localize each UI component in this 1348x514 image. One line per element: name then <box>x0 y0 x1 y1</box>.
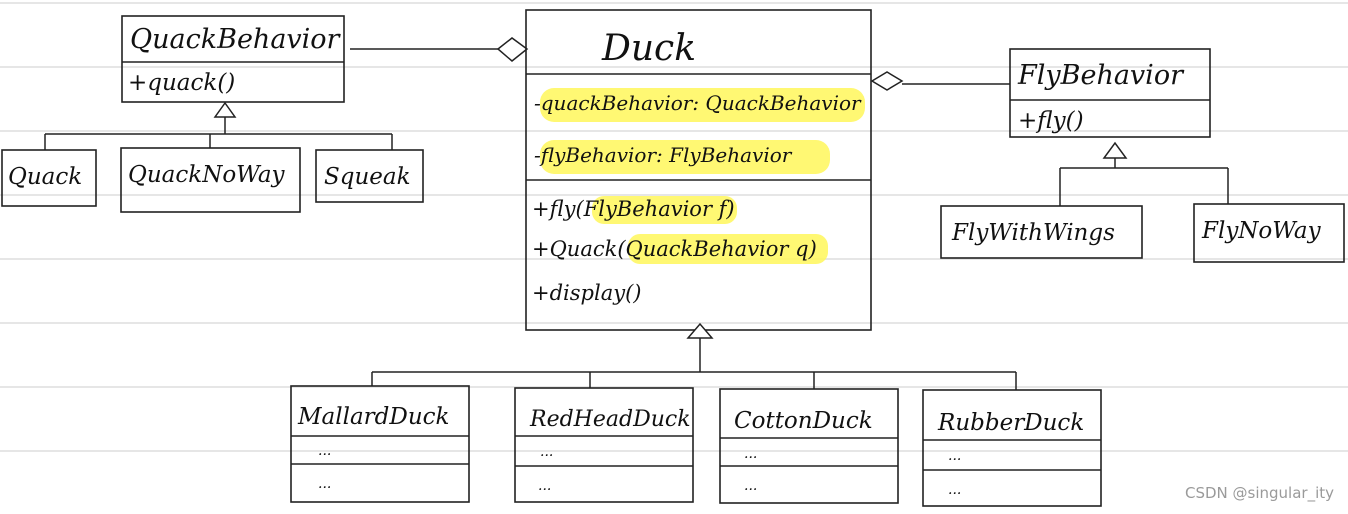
method: +quack() <box>128 70 235 96</box>
inheritance-triangle <box>1102 141 1128 159</box>
class-box <box>1009 48 1211 138</box>
quack-behavior-class[interactable]: QuackBehavior +quack() <box>121 15 345 103</box>
subclass-mallardduck[interactable]: MallardDuck ... ... <box>290 385 470 503</box>
quack-impl-squeak[interactable]: Squeak <box>315 149 424 203</box>
field: -quackBehavior: QuackBehavior <box>534 91 862 115</box>
duck-inheritance-lines <box>371 322 1017 390</box>
highlight <box>540 140 830 174</box>
ruled-line <box>0 2 1348 4</box>
class-name: MallardDuck <box>297 404 449 430</box>
inheritance-triangle <box>686 322 714 339</box>
class-name: FlyNoWay <box>1201 218 1322 244</box>
quack-impl-quack[interactable]: Quack <box>1 149 97 207</box>
quack-impl-quacknoway[interactable]: QuackNoWay <box>120 147 301 213</box>
inheritance-triangle <box>213 101 237 118</box>
subclass-redheadduck[interactable]: RedHeadDuck ... ... <box>514 387 694 503</box>
class-name: QuackBehavior <box>130 24 342 55</box>
ruled-line <box>0 322 1348 324</box>
fly-behavior-class[interactable]: FlyBehavior +fly() <box>1009 48 1211 138</box>
quack-inheritance-lines <box>44 101 393 150</box>
quack-aggregation <box>350 37 529 62</box>
method: +display() <box>532 281 641 305</box>
watermark: CSDN @singular_ity <box>1184 484 1334 502</box>
method-placeholder: ... <box>948 482 961 498</box>
class-name: FlyWithWings <box>951 220 1115 246</box>
class-name: RubberDuck <box>937 410 1084 436</box>
field: -flyBehavior: FlyBehavior <box>534 143 793 167</box>
ruled-line <box>0 386 1348 388</box>
fly-aggregation <box>870 71 1010 91</box>
subclass-cottonduck[interactable]: CottonDuck ... ... <box>719 388 899 504</box>
method-placeholder: ... <box>744 478 757 494</box>
method-placeholder: ... <box>318 476 331 492</box>
highlight <box>592 196 737 224</box>
class-name: Quack <box>8 164 82 190</box>
subclass-rubberduck[interactable]: RubberDuck ... ... <box>922 389 1102 507</box>
class-name: Duck <box>601 28 696 69</box>
highlight <box>540 88 865 122</box>
class-box <box>121 15 345 103</box>
method: +Quack(QuackBehavior q) <box>532 237 817 261</box>
class-name: QuackNoWay <box>128 162 286 188</box>
aggregation-diamond <box>870 71 904 91</box>
method: +fly() <box>1018 108 1084 134</box>
field-placeholder: ... <box>948 448 961 464</box>
ruled-line <box>0 66 1348 68</box>
field-placeholder: ... <box>744 446 757 462</box>
class-name: FlyBehavior <box>1017 60 1185 91</box>
aggregation-diamond <box>496 37 529 62</box>
ruled-line <box>0 130 1348 132</box>
class-name: RedHeadDuck <box>529 407 691 432</box>
field-placeholder: ... <box>540 444 553 460</box>
highlight <box>628 234 828 264</box>
fly-impl-flynoway[interactable]: FlyNoWay <box>1193 203 1345 263</box>
fly-inheritance-lines <box>1059 141 1229 206</box>
fly-impl-flywithwings[interactable]: FlyWithWings <box>940 205 1143 259</box>
ruled-line <box>0 450 1348 452</box>
duck-class[interactable]: Duck -quackBehavior: QuackBehavior -flyB… <box>525 9 872 331</box>
method: +fly(FlyBehavior f) <box>532 197 735 221</box>
field-placeholder: ... <box>318 443 331 459</box>
ruled-line <box>0 194 1348 196</box>
method-placeholder: ... <box>538 478 551 494</box>
class-name: Squeak <box>324 164 411 190</box>
class-name: CottonDuck <box>734 408 873 434</box>
